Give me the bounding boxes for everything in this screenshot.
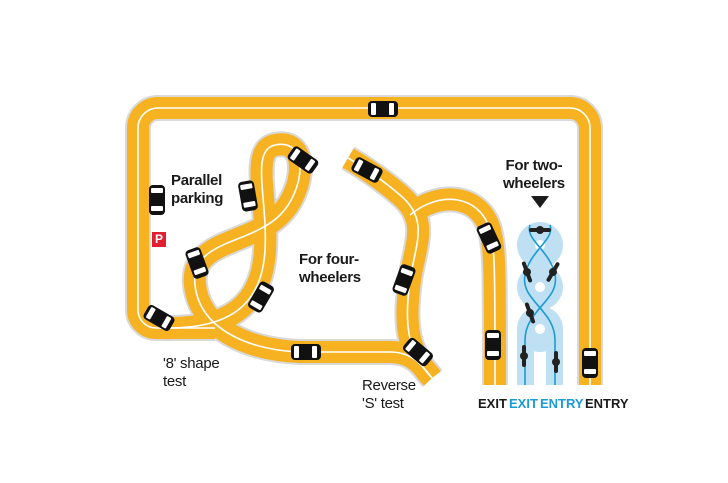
motorcycle-icon [546,262,560,282]
motorcycle-icon [520,345,528,367]
label-entry-cars: ENTRY [585,396,629,411]
cars [143,101,598,378]
car-icon [403,337,433,367]
car-icon [287,146,319,174]
car-icon [238,180,258,212]
car-icon [248,281,274,313]
car-icon [485,330,501,360]
motorcycle-icon [524,302,536,324]
label-exit-cars: EXIT [478,396,507,411]
motorcycle-icon [521,261,533,283]
label-entry-bikes: ENTRY [540,396,584,411]
label-four-wheelers: For four-wheelers [299,251,361,286]
label-exit-bikes: EXIT [509,396,538,411]
car-icon [476,222,502,254]
car-icon [149,185,165,215]
motorcycle-icon [552,351,560,373]
car-icon [392,264,416,296]
car-icon [291,344,321,360]
car-icon [582,348,598,378]
car-icon [185,247,209,279]
motorcycles [520,226,560,373]
motorcycle-icon [529,226,551,234]
car-icon [143,305,175,331]
parking-sign: P [152,232,166,247]
car-icon [351,157,383,183]
label-two-wheelers: For two-wheelers [503,157,565,192]
car-icon [368,101,398,117]
label-reverse-s-test: Reverse'S' test [362,377,416,412]
down-arrow-marker [531,196,549,208]
